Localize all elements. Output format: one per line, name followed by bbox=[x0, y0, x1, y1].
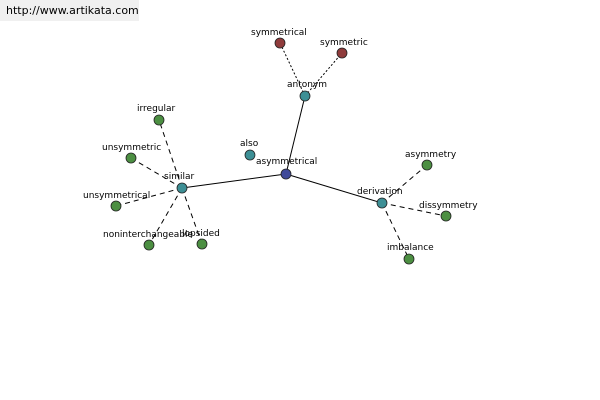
label-imbalance[interactable]: imbalance bbox=[387, 243, 434, 253]
node-asymmetrical[interactable] bbox=[280, 168, 292, 180]
label-irregular[interactable]: irregular bbox=[137, 104, 176, 114]
label-symmetric[interactable]: symmetric bbox=[320, 38, 368, 48]
label-dissymmetry[interactable]: dissymmetry bbox=[419, 201, 478, 211]
edge-similar-unsymmetrical bbox=[115, 187, 183, 207]
label-asymmetrical[interactable]: asymmetrical bbox=[256, 157, 317, 167]
edge-asymmetrical-antonym bbox=[285, 95, 306, 175]
edge-derivation-imbalance bbox=[381, 202, 410, 260]
label-noninterchangeable[interactable]: noninterchangeable bbox=[103, 230, 194, 240]
label-similar[interactable]: similar bbox=[164, 172, 194, 182]
node-irregular[interactable] bbox=[153, 114, 165, 126]
node-also[interactable] bbox=[244, 149, 256, 161]
edge-asymmetrical-derivation bbox=[285, 173, 383, 204]
edge-similar-irregular bbox=[158, 119, 183, 189]
node-lopsided[interactable] bbox=[196, 238, 208, 250]
edge-derivation-dissymmetry bbox=[381, 202, 447, 217]
node-imbalance[interactable] bbox=[403, 253, 415, 265]
node-asymmetry[interactable] bbox=[421, 159, 433, 171]
node-unsymmetric[interactable] bbox=[125, 152, 137, 164]
label-unsymmetric[interactable]: unsymmetric bbox=[102, 143, 161, 153]
edge-antonym-symmetrical bbox=[279, 42, 306, 97]
edge-asymmetrical-similar bbox=[181, 173, 287, 189]
label-lopsided[interactable]: lopsided bbox=[182, 229, 220, 239]
label-derivation[interactable]: derivation bbox=[357, 187, 403, 197]
node-similar[interactable] bbox=[176, 182, 188, 194]
node-dissymmetry[interactable] bbox=[440, 210, 452, 222]
node-symmetrical[interactable] bbox=[274, 37, 286, 49]
source-url-banner: http://www.artikata.com bbox=[0, 0, 139, 21]
label-unsymmetrical[interactable]: unsymmetrical bbox=[83, 191, 150, 201]
label-antonym[interactable]: antonym bbox=[287, 80, 327, 90]
edge-similar-lopsided bbox=[181, 187, 203, 245]
label-asymmetry[interactable]: asymmetry bbox=[405, 150, 457, 160]
nodes-layer bbox=[110, 37, 452, 265]
node-noninterchangeable[interactable] bbox=[143, 239, 155, 251]
labels-layer: asymmetrical antonym similar derivation also… bbox=[83, 28, 478, 253]
node-antonym[interactable] bbox=[299, 90, 311, 102]
edge-antonym-symmetric bbox=[304, 52, 343, 97]
node-symmetric[interactable] bbox=[336, 47, 348, 59]
edges-layer bbox=[115, 42, 447, 260]
node-unsymmetrical[interactable] bbox=[110, 200, 122, 212]
edge-derivation-asymmetry bbox=[381, 164, 428, 204]
node-derivation[interactable] bbox=[376, 197, 388, 209]
edge-similar-noninterchangeable bbox=[148, 187, 183, 246]
label-also[interactable]: also bbox=[240, 139, 259, 149]
edge-similar-unsymmetric bbox=[130, 157, 183, 189]
label-symmetrical[interactable]: symmetrical bbox=[251, 28, 307, 38]
